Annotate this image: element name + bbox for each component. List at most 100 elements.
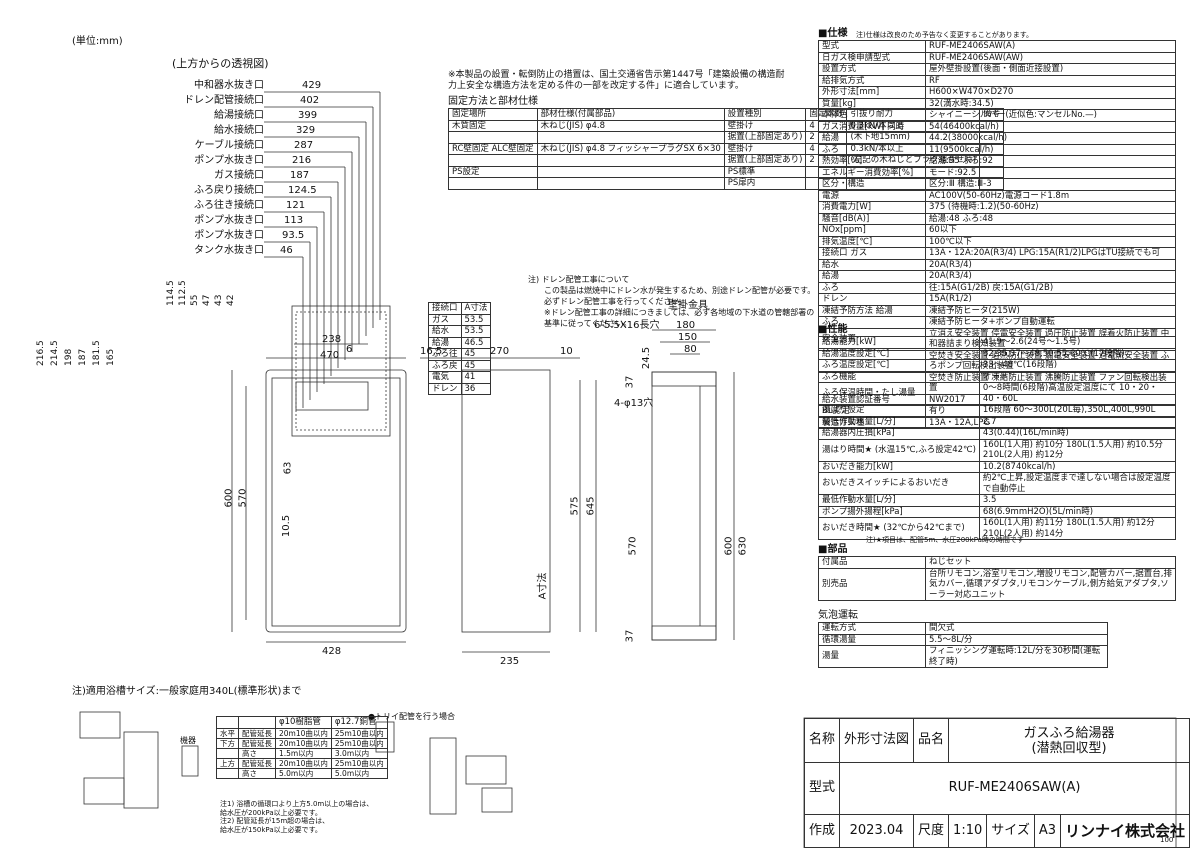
spec-value: 11(9500kcal/h) bbox=[925, 143, 1176, 156]
spec-value: モード:92.5 bbox=[925, 166, 1176, 179]
top-view-title: (上方からの透視図) bbox=[172, 57, 269, 70]
pipe-table-header bbox=[238, 716, 276, 729]
perf-key: おいだき能力[kW] bbox=[818, 460, 980, 473]
fixing-table-cell: 据置(上部固定あり) bbox=[723, 154, 807, 167]
top-view-vertical-dim: 43 bbox=[214, 294, 224, 306]
top-view-side-dim: 214.5 bbox=[50, 340, 60, 366]
spec-value: 屋外壁掛設置(後面・側面近接設置) bbox=[925, 63, 1176, 76]
perf-row: 給湯能力[kW]41.9～2.6(24号～1.5号) bbox=[818, 336, 1177, 349]
drain-note: 注) ドレン配管工事についてこの製品は燃焼中にドレン水が発生するため、別途ドレン… bbox=[528, 274, 816, 329]
connection-table-cell: 給水 bbox=[428, 325, 462, 338]
perf-row: 給湯器内圧損[kPa]43(0.44)(16L/min時) bbox=[818, 427, 1177, 440]
side-d2-dim: 270 bbox=[490, 346, 510, 357]
pipe-table-cell: 配管延長 bbox=[238, 737, 276, 749]
parts-table: 付属品ねじセット別売品台所リモコン,浴室リモコン,増設リモコン,配管カバー,据置… bbox=[818, 556, 1176, 601]
drawing-name: 外形寸法図 bbox=[839, 717, 915, 764]
perf-key: 最低作動水量[L/分] bbox=[818, 494, 980, 507]
connection-table-cell: ふろ戻 bbox=[428, 359, 462, 372]
pipe-table-cell: 25m10曲以内 bbox=[330, 757, 388, 769]
pipe-note-line: 注2) 配管延長が15m超の場合は、 bbox=[220, 817, 330, 825]
spec-value: 20A(R3/4) bbox=[925, 258, 1176, 271]
pipe-note-line: 注1) 浴槽の循環口より上方5.0m以上の場合は、 bbox=[220, 800, 374, 808]
spec-row: ふろ往:15A(G1/2B) 戻:15A(G1/2B) bbox=[818, 281, 1176, 294]
bubble-key: 循環湯量 bbox=[818, 633, 926, 646]
perf-key: ふろ保温時間・たし湯量 bbox=[818, 382, 980, 405]
top-view-row-label: 給湯接続口 bbox=[214, 110, 264, 121]
perf-row: 湯はり時間★ (水温15℃,ふろ設定42℃)160L(1人用) 約10分 180… bbox=[818, 438, 1177, 462]
top-view-row-label: 給水接続口 bbox=[214, 125, 264, 136]
parts-value: ねじセット bbox=[925, 556, 1176, 569]
pipe-table-header bbox=[216, 716, 239, 729]
pipe-table-cell bbox=[216, 767, 239, 779]
spec-row: 設置方式屋外壁掛設置(後面・側面近接設置) bbox=[818, 63, 1176, 76]
parts-row: 別売品台所リモコン,浴室リモコン,増設リモコン,配管カバー,据置台,排気カバー,… bbox=[818, 567, 1176, 601]
bracket-h1: 37 bbox=[624, 375, 636, 389]
fixing-table-cell: 据置(上部固定あり) bbox=[723, 131, 807, 144]
perf-row: 最低作動水量[L/分]3.5 bbox=[818, 494, 1177, 507]
fixing-table-cell: PS設定 bbox=[448, 165, 538, 178]
top-view-row-value: 287 bbox=[294, 140, 314, 151]
spec-heading: ■仕様 bbox=[818, 28, 848, 39]
front-bottom-dim: 428 bbox=[322, 646, 342, 657]
pipe-table-cell: 25m10曲以内 bbox=[330, 727, 388, 739]
title-block: 名称 外形寸法図 品名 ガスふろ給湯器 (潜熱回収型) 型式 RUF-ME240… bbox=[803, 717, 1191, 848]
bath-note: 注)適用浴槽サイズ:一般家庭用340L(標準形状)まで bbox=[72, 686, 302, 697]
pipe-table-cell: 20m10曲以内 bbox=[275, 727, 332, 739]
drain-note-line: 注) ドレン配管工事について bbox=[528, 275, 630, 284]
drain-note-line: この製品は燃焼中にドレン水が発生するため、別途ドレン配管が必要です。 bbox=[544, 286, 816, 295]
pipe-table-cell: 5.0m以内 bbox=[330, 767, 388, 779]
fixing-table-cell bbox=[448, 154, 538, 167]
spec-key: 給水 bbox=[818, 258, 926, 271]
fixing-table-cell: PS扉内 bbox=[723, 177, 807, 190]
spec-key: 接続口 ガス bbox=[818, 247, 926, 260]
spec-key: ガス消費量[kW] 同時 bbox=[818, 120, 926, 133]
top-view-row-label: ポンプ水抜き口 bbox=[194, 215, 264, 226]
bubble-key: 運転方式 bbox=[818, 622, 926, 635]
connection-table-cell: 36 bbox=[460, 382, 492, 395]
perf-value: 33～48℃(16段階) bbox=[978, 359, 1177, 372]
spec-key: ふろ bbox=[818, 281, 926, 294]
fixing-table-header: 固定場所 bbox=[448, 108, 538, 121]
bracket-w3: 80 bbox=[684, 344, 697, 355]
spec-note: 注)仕様は改良のため予告なく変更することがあります。 bbox=[856, 31, 1034, 39]
side-h2-dim: 645 bbox=[585, 496, 597, 516]
bubble-value: フィニッシング運転時:12L/分を30秒間(運転終了時) bbox=[925, 645, 1108, 668]
top-view-row-label: ポンプ水抜き口 bbox=[194, 155, 264, 166]
pipe-table-cell bbox=[216, 747, 239, 759]
perf-key: おいだき時間★ (32℃から42℃まで) bbox=[818, 517, 980, 540]
drain-note-line: 基準に従ってください。 bbox=[544, 319, 632, 328]
spec-row: 本体色シャイニーシルバー(近似色:マンセルNo.—) bbox=[818, 109, 1176, 122]
fixing-table-cell: RC壁固定 ALC壁固定 bbox=[448, 142, 538, 155]
spec-value: 375 (待機時:1.2)(50-60Hz) bbox=[925, 201, 1176, 214]
bubble-value: 5.5～8L/分 bbox=[925, 633, 1108, 646]
top-view-side-dim: 198 bbox=[64, 348, 74, 366]
side-d3-dim: 10 bbox=[560, 346, 573, 357]
top-view-vertical-dim: 114.5 bbox=[166, 280, 176, 306]
spec-value: 給湯:95 ふろ:92 bbox=[925, 155, 1176, 168]
top-view-row-value: 124.5 bbox=[288, 185, 317, 196]
spec-value: AC100V(50-60Hz)電源コード1.8m bbox=[925, 189, 1176, 202]
spec-row: ふろ凍結予防ヒータ+ポンプ自動運転 bbox=[818, 316, 1176, 329]
top-view-row-label: ケーブル接続口 bbox=[194, 140, 264, 151]
top-view-row-value: 402 bbox=[300, 95, 320, 106]
parts-key: 別売品 bbox=[818, 567, 926, 601]
top-view-row-value: 216 bbox=[292, 155, 312, 166]
connection-table-cell: 46.5 bbox=[460, 336, 492, 349]
bracket-title: 壁掛金具 bbox=[668, 300, 708, 311]
spec-value: 13A・12A:20A(R3/4) LPG:15A(R1/2)LPGはTU接続で… bbox=[925, 247, 1176, 260]
size-value: A3 bbox=[1033, 813, 1062, 848]
top-view-side-dim: 216.5 bbox=[36, 340, 46, 366]
spec-value: 凍結予防ヒータ(215W) bbox=[925, 304, 1176, 317]
connection-table-cell: 53.5 bbox=[460, 313, 492, 326]
top-view-row-label: ドレン配管接続口 bbox=[184, 95, 264, 106]
bubble-key: 湯量 bbox=[818, 645, 926, 668]
